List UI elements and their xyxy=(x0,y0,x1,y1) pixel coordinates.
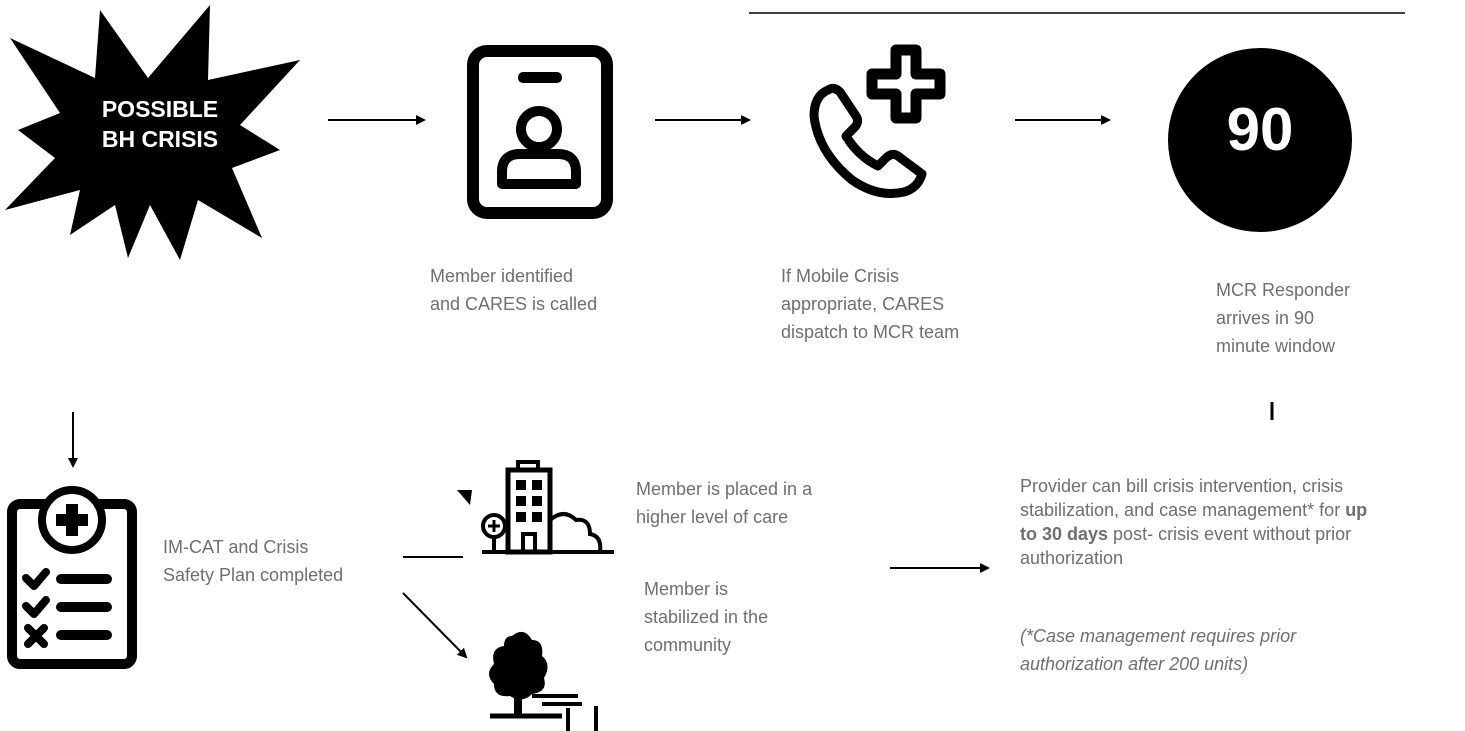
caption-line: higher level of care xyxy=(636,507,789,527)
caption-member-identified: Member identified and CARES is called xyxy=(430,262,597,318)
provider-line3-text: post- crisis event without prior xyxy=(1108,524,1352,544)
caption-line: IM-CAT and Crisis xyxy=(163,537,309,557)
caption-line: Member is xyxy=(644,579,729,599)
caption-stabilized: Member is stabilized in the community xyxy=(644,575,768,659)
phone-plus-icon xyxy=(809,44,946,198)
caption-line: MCR Responder xyxy=(1216,280,1351,300)
provider-line4: authorization xyxy=(1020,548,1124,568)
burst-label-line1: POSSIBLE xyxy=(101,96,219,122)
provider-line3-bold: to 30 days xyxy=(1020,524,1109,544)
caption-line: stabilized in the xyxy=(644,607,769,627)
caption-line: arrives in 90 xyxy=(1216,308,1315,328)
caption-line: Member is placed in a xyxy=(636,479,813,499)
caption-mcr-responder: MCR Responder arrives in 90 minute windo… xyxy=(1216,276,1350,360)
building-icon xyxy=(481,460,614,555)
provider-billing-text: Provider can bill crisis intervention, c… xyxy=(1020,474,1465,570)
id-badge-icon xyxy=(467,45,613,219)
provider-line2: stabilization, and case management* for … xyxy=(1020,498,1465,522)
burst-label-line2: BH CRISIS xyxy=(101,126,219,152)
case-management-note: (*Case management requires prior authori… xyxy=(1020,622,1296,678)
caption-line: dispatch to MCR team xyxy=(781,322,960,342)
caption-line: If Mobile Crisis xyxy=(781,266,900,286)
caption-line: Member identified xyxy=(430,266,574,286)
provider-line3: to 30 days post- crisis event without pr… xyxy=(1020,522,1465,546)
circle-number: 90 xyxy=(1226,96,1294,163)
note-line: authorization after 200 units) xyxy=(1020,654,1249,674)
top-divider-line xyxy=(749,12,1405,14)
caption-mobile-crisis: If Mobile Crisis appropriate, CARES disp… xyxy=(781,262,959,346)
caption-line: community xyxy=(644,635,732,655)
caption-line: appropriate, CARES xyxy=(781,294,945,314)
arrow-to-community xyxy=(402,592,468,659)
burst-label: POSSIBLE BH CRISIS xyxy=(70,94,250,154)
caption-higher-care: Member is placed in a higher level of ca… xyxy=(636,475,812,531)
provider-line1: Provider can bill crisis intervention, c… xyxy=(1020,476,1344,496)
caption-line: minute window xyxy=(1216,336,1336,356)
timer-circle xyxy=(1168,48,1352,232)
note-line: (*Case management requires prior xyxy=(1020,626,1297,646)
caption-line: and CARES is called xyxy=(430,294,598,314)
provider-line2-bold: up xyxy=(1345,500,1368,520)
arrowhead-fragment xyxy=(457,490,472,505)
provider-line2-text: stabilization, and case management* for xyxy=(1020,500,1346,520)
clipboard-checklist-icon xyxy=(7,486,137,669)
caption-imcat: IM-CAT and Crisis Safety Plan completed xyxy=(163,533,343,589)
burst-shape xyxy=(5,5,300,260)
tree-park-icon xyxy=(489,631,598,731)
caption-line: Safety Plan completed xyxy=(163,565,344,585)
